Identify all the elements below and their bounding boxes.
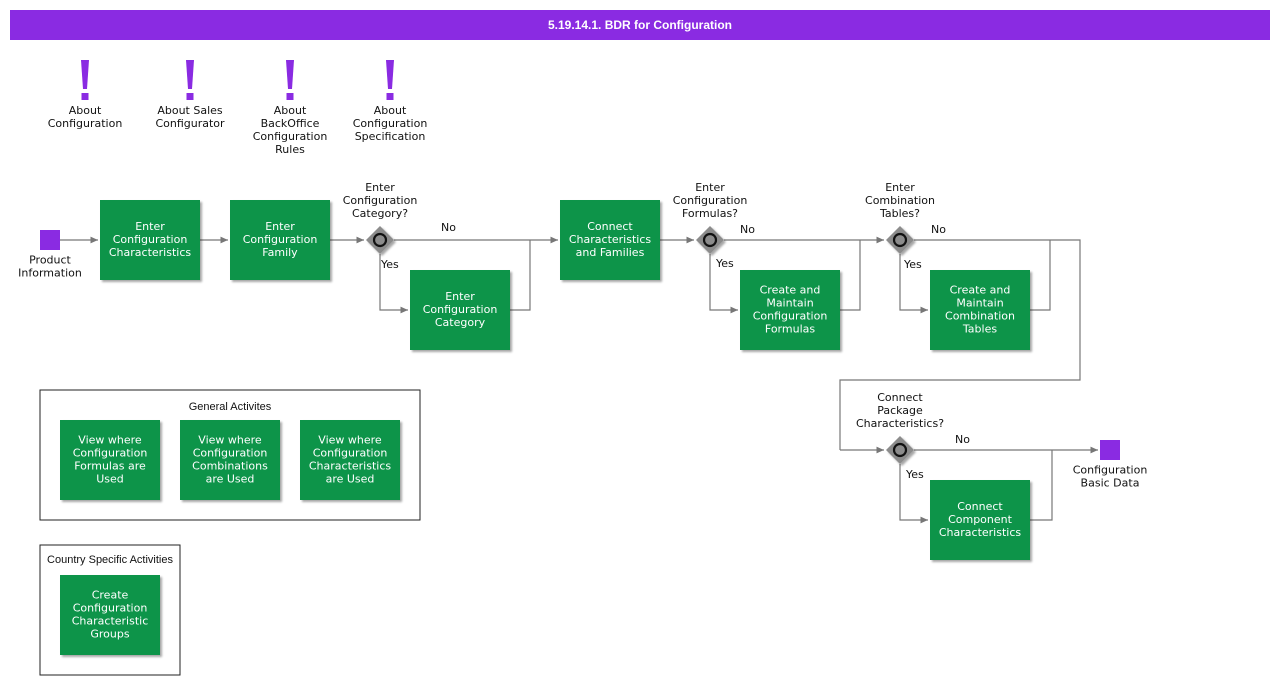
diagram-title: 5.19.14.1. BDR for Configuration	[10, 10, 1270, 40]
exclamation-dot	[386, 93, 394, 100]
gw-category-gateway[interactable]	[366, 226, 394, 254]
edge-gw-formulas-yes	[709, 254, 738, 314]
create-maintain-combination-tables-task[interactable]	[930, 270, 1030, 350]
create-characteristic-groups-task[interactable]	[60, 575, 160, 655]
gw-package-gateway[interactable]	[886, 436, 914, 464]
exclamation-icon	[81, 60, 89, 89]
view-characteristics-used-task[interactable]	[300, 420, 400, 500]
exclamation-icon	[286, 60, 294, 89]
note-about-sales-configurator[interactable]	[186, 60, 194, 100]
edge-formulas-merge	[840, 240, 861, 311]
exclamation-dot	[286, 93, 294, 100]
connect-component-characteristics-task[interactable]	[930, 480, 1030, 560]
enter-configuration-characteristics-task[interactable]	[100, 200, 200, 280]
enter-configuration-category-task[interactable]	[410, 270, 510, 350]
country-specific-activities-group	[39, 544, 181, 676]
gateway-circle-icon	[892, 442, 908, 458]
exclamation-dot	[81, 93, 89, 100]
general-activities-label: General Activites	[189, 401, 272, 413]
gw-category-no-label: No	[441, 221, 456, 234]
exclamation-icon	[386, 60, 394, 89]
gw-formulas-gateway[interactable]	[696, 226, 724, 254]
gateway-circle-icon	[702, 232, 718, 248]
gw-category-yes-label: Yes	[380, 258, 399, 271]
gateway-circle-icon	[372, 232, 388, 248]
gw-tables-no-label: No	[931, 223, 946, 236]
gateway-circle-icon	[892, 232, 908, 248]
note-about-backoffice-rules[interactable]	[286, 60, 294, 100]
gw-formulas-no-label: No	[740, 223, 755, 236]
exclamation-dot	[186, 93, 194, 100]
gw-formulas-yes-label: Yes	[715, 257, 734, 270]
create-maintain-configuration-formulas-task[interactable]	[740, 270, 840, 350]
country-specific-activities-label: Country Specific Activities	[47, 554, 173, 566]
view-formulas-used-task[interactable]	[60, 420, 160, 500]
edge-gw-tables-no	[839, 239, 1081, 450]
exclamation-icon	[186, 60, 194, 89]
edge-gw-category-yes	[379, 254, 408, 314]
gw-package-yes-label: Yes	[905, 468, 924, 481]
edge-tables-merge	[1030, 240, 1051, 311]
gw-tables-yes-label: Yes	[903, 258, 922, 271]
edge-gw-tables-yes	[899, 254, 928, 314]
enter-configuration-family-task[interactable]	[230, 200, 330, 280]
note-about-configuration[interactable]	[81, 60, 89, 100]
connect-characteristics-and-families-task[interactable]	[560, 200, 660, 280]
edge-component-merge	[1030, 450, 1053, 521]
general-activities-group	[39, 389, 421, 521]
product-information-event[interactable]	[40, 230, 60, 250]
gw-tables-gateway[interactable]	[886, 226, 914, 254]
configuration-basic-data-event[interactable]	[1100, 440, 1120, 460]
edge-category-merge	[510, 240, 531, 311]
gw-package-no-label: No	[955, 433, 970, 446]
view-combinations-used-task[interactable]	[180, 420, 280, 500]
note-about-configuration-specification[interactable]	[386, 60, 394, 100]
edge-gw-package-yes	[899, 464, 928, 524]
